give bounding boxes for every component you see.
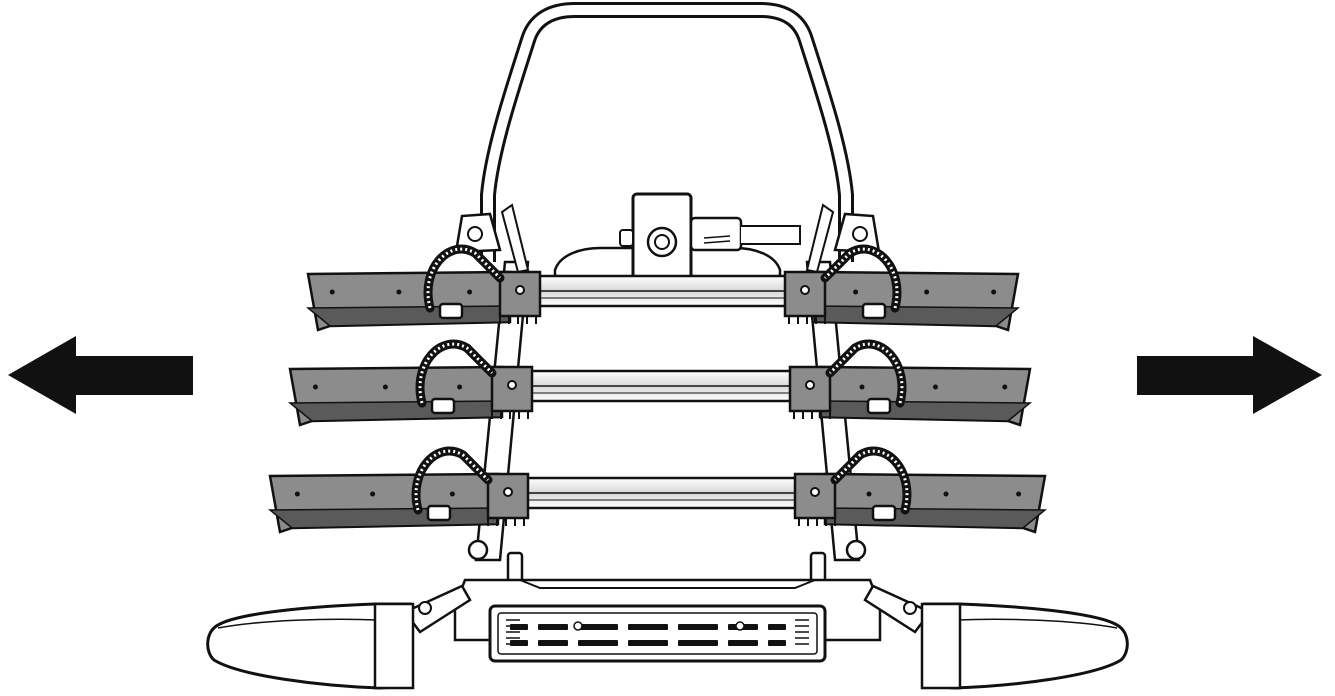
- tail-light-right: [923, 602, 1129, 690]
- wheel-tray-right: [793, 446, 1048, 534]
- pivot-lock-block: [553, 192, 801, 284]
- plate-slots: [506, 619, 809, 646]
- wheel-tray-left: [287, 339, 534, 427]
- wheel-tray-right: [783, 244, 1021, 332]
- wheel-tray-right: [788, 339, 1033, 427]
- arrow-right-icon: [1137, 336, 1322, 414]
- tray-row-3: [267, 446, 1048, 534]
- wheel-trays: [267, 244, 1048, 534]
- tray-row-1: [305, 244, 1021, 332]
- wheel-tray-left: [267, 446, 530, 534]
- wheel-tray-left: [305, 244, 542, 332]
- tail-light-left: [206, 602, 412, 690]
- frame-hoop: [480, 2, 854, 262]
- arrow-left-icon: [8, 336, 193, 414]
- tray-row-2: [287, 339, 1033, 427]
- light-bar-base: [206, 539, 1129, 690]
